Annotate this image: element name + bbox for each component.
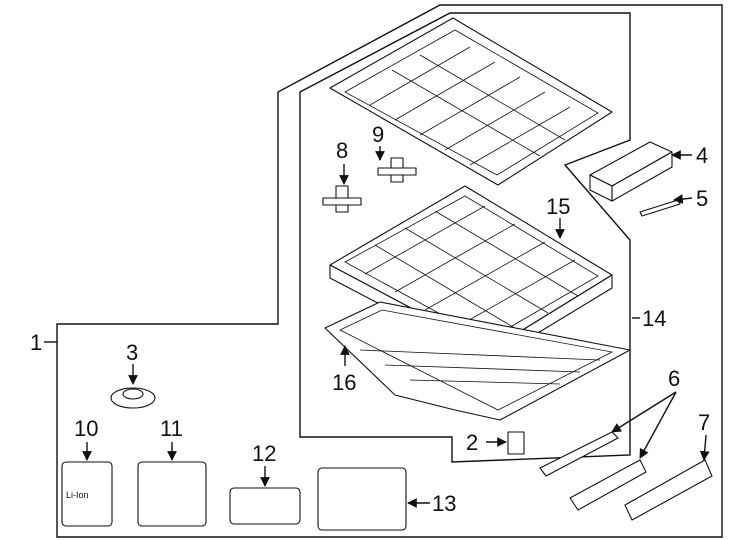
end-bracket-7	[624, 459, 713, 521]
cover-rail-6	[539, 431, 647, 511]
callout-16: 16	[332, 370, 356, 395]
bracket-clip-2	[507, 431, 525, 455]
callout-6: 6	[668, 366, 680, 391]
warning-label-10: Li-Ion	[61, 461, 113, 527]
vent-valve-8	[322, 185, 362, 213]
grommet-3	[110, 387, 156, 409]
callout-5: 5	[696, 186, 708, 211]
callout-8: 8	[336, 138, 348, 163]
callout-4: 4	[696, 143, 708, 168]
seal-strip-5	[639, 199, 681, 217]
callout-15: 15	[546, 194, 570, 219]
callout-2: 2	[466, 430, 478, 455]
callout-14: 14	[642, 306, 666, 331]
control-module-4	[589, 141, 673, 202]
warning-label-13	[317, 467, 407, 531]
callout-10: 10	[74, 416, 98, 441]
assembly-outline-14	[299, 12, 631, 463]
leader-lines	[44, 146, 710, 508]
vent-valve-9	[377, 157, 417, 183]
battery-tray	[324, 301, 631, 421]
battery-top-cover	[329, 17, 613, 186]
callout-7: 7	[698, 410, 710, 435]
warning-label-11	[137, 461, 207, 527]
callout-9: 9	[372, 122, 384, 147]
callout-11: 11	[160, 416, 183, 441]
callout-1: 1	[30, 330, 42, 355]
callout-13: 13	[432, 491, 456, 516]
assembly-outline-1	[56, 4, 723, 538]
warning-label-12	[229, 487, 301, 525]
callout-12: 12	[252, 441, 276, 466]
label-li-ion-text: Li-Ion	[66, 490, 89, 500]
callout-3: 3	[126, 340, 138, 365]
